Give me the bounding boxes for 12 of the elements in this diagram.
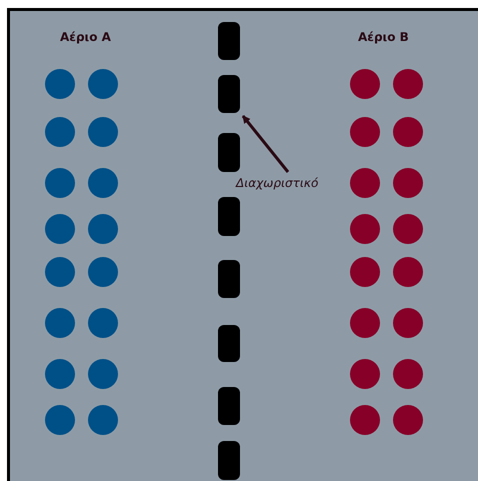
partition-segment bbox=[218, 441, 240, 480]
leader-arrow bbox=[242, 115, 290, 173]
partition-segment bbox=[218, 75, 240, 113]
partition-segment bbox=[218, 22, 240, 60]
partition-segment bbox=[218, 325, 240, 362]
partition-segment bbox=[218, 387, 240, 425]
gas-label: Αέριο Α bbox=[60, 30, 111, 44]
gas-label: Αέριο Β bbox=[358, 30, 409, 44]
callout-label: Διαχωριστικό bbox=[236, 176, 318, 190]
partition-segment bbox=[218, 197, 240, 236]
partition-segment bbox=[218, 260, 240, 298]
partition-segment bbox=[218, 133, 240, 172]
